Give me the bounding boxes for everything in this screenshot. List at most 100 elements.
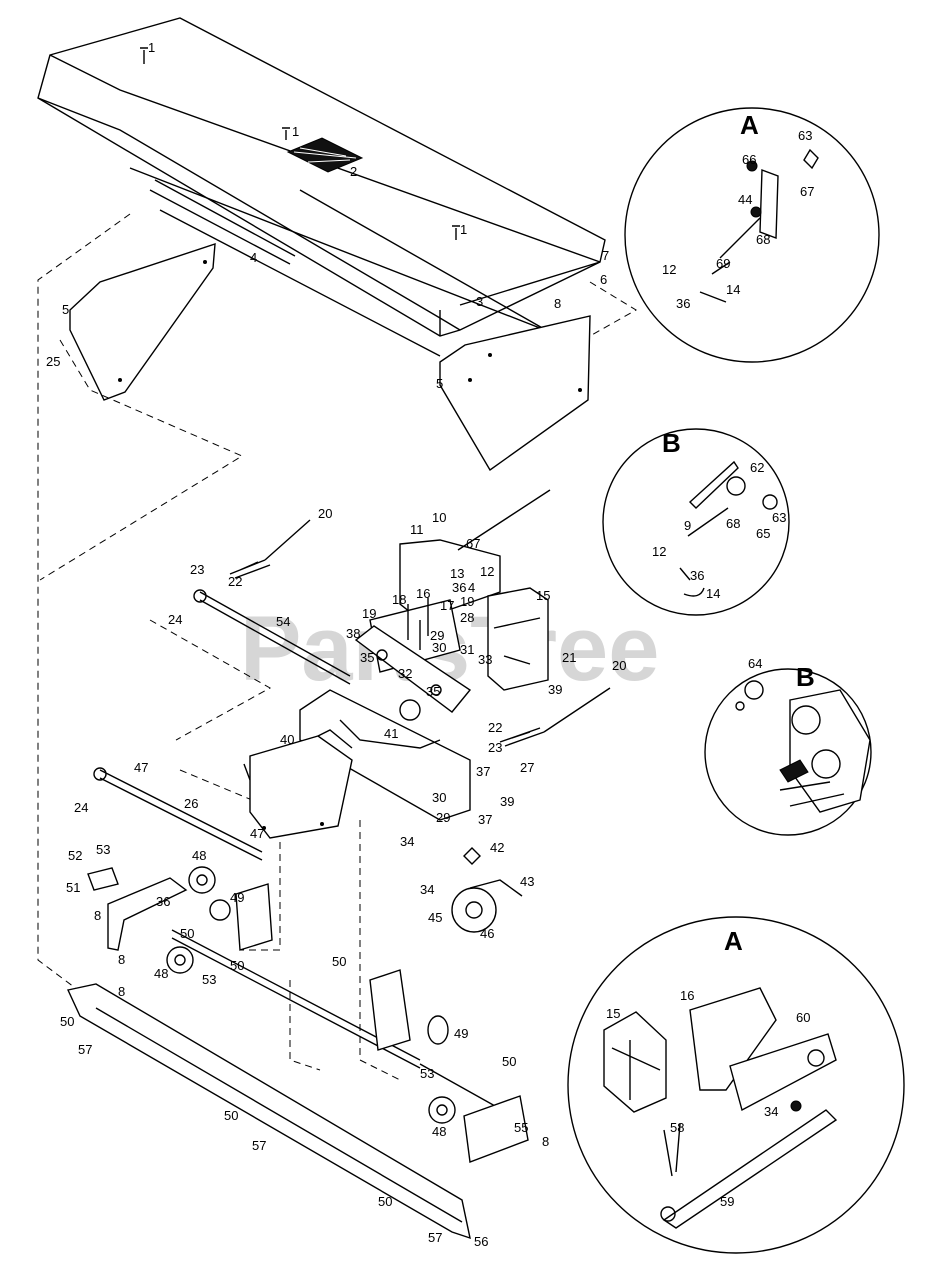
callout-48: 48 xyxy=(192,848,206,863)
callout-18: 18 xyxy=(392,592,406,607)
detail-label-b-right: B xyxy=(796,662,815,692)
callout-45: 45 xyxy=(428,910,442,925)
callout-38: 38 xyxy=(346,626,360,641)
callout-57: 57 xyxy=(78,1042,92,1057)
callout-42: 42 xyxy=(490,840,504,855)
callout-20: 20 xyxy=(318,506,332,521)
callout-50: 50 xyxy=(378,1194,392,1209)
callout-62: 62 xyxy=(750,460,764,475)
callout-19: 19 xyxy=(460,594,474,609)
callout-57: 57 xyxy=(252,1138,266,1153)
callout-1: 1 xyxy=(148,40,155,55)
callout-22: 22 xyxy=(228,574,242,589)
detail-labels: A B B A xyxy=(662,110,815,956)
side-panels xyxy=(69,243,591,472)
callout-48: 48 xyxy=(432,1124,446,1139)
callout-33: 33 xyxy=(478,652,492,667)
callout-4: 4 xyxy=(250,250,257,265)
callout-50: 50 xyxy=(230,958,244,973)
callout-63: 63 xyxy=(772,510,786,525)
callout-27: 27 xyxy=(520,760,534,775)
callout-37: 37 xyxy=(478,812,492,827)
callout-26: 26 xyxy=(184,796,198,811)
callout-8: 8 xyxy=(542,1134,549,1149)
callout-59: 59 xyxy=(720,1194,734,1209)
callout-49: 49 xyxy=(230,890,244,905)
callout-21: 21 xyxy=(562,650,576,665)
callout-47: 47 xyxy=(250,826,264,841)
detail-b-mid xyxy=(602,428,790,616)
top-cover xyxy=(37,17,606,357)
callout-16: 16 xyxy=(680,988,694,1003)
callout-36: 36 xyxy=(156,894,170,909)
callout-16: 16 xyxy=(416,586,430,601)
callout-43: 43 xyxy=(520,874,534,889)
callout-17: 17 xyxy=(440,598,454,613)
callout-12: 12 xyxy=(480,564,494,579)
callout-63: 63 xyxy=(798,128,812,143)
callout-67: 67 xyxy=(800,184,814,199)
callout-35: 35 xyxy=(360,650,374,665)
lower-frame xyxy=(66,866,529,1240)
control-assembly xyxy=(93,489,611,933)
callout-31: 31 xyxy=(460,642,474,657)
callout-36: 36 xyxy=(452,580,466,595)
detail-a-bottom xyxy=(567,916,905,1254)
callout-10: 10 xyxy=(432,510,446,525)
callout-13: 13 xyxy=(450,566,464,581)
callout-50: 50 xyxy=(180,926,194,941)
callout-40: 40 xyxy=(280,732,294,747)
callout-50: 50 xyxy=(502,1054,516,1069)
callout-54: 54 xyxy=(276,614,290,629)
callout-8: 8 xyxy=(554,296,561,311)
detail-label-b-mid: B xyxy=(662,428,681,458)
callout-11: 11 xyxy=(410,522,424,537)
callout-8: 8 xyxy=(118,984,125,999)
callout-67: 67 xyxy=(466,536,480,551)
callout-6: 6 xyxy=(600,272,607,287)
callout-24: 24 xyxy=(168,612,182,627)
callout-69: 69 xyxy=(716,256,730,271)
callout-8: 8 xyxy=(94,908,101,923)
callout-34: 34 xyxy=(400,834,414,849)
callout-60: 60 xyxy=(796,1010,810,1025)
callout-65: 65 xyxy=(756,526,770,541)
callout-1: 1 xyxy=(460,222,467,237)
callout-32: 32 xyxy=(398,666,412,681)
callout-30: 30 xyxy=(432,640,446,655)
detail-label-a-top: A xyxy=(740,110,759,140)
callout-50: 50 xyxy=(60,1014,74,1029)
callout-47: 47 xyxy=(134,760,148,775)
callout-3: 3 xyxy=(476,294,483,309)
callout-37: 37 xyxy=(476,764,490,779)
callout-14: 14 xyxy=(726,282,740,297)
callout-53: 53 xyxy=(420,1066,434,1081)
callout-15: 15 xyxy=(536,588,550,603)
callout-12: 12 xyxy=(652,544,666,559)
callout-46: 46 xyxy=(480,926,494,941)
callout-8: 8 xyxy=(118,952,125,967)
callout-2: 2 xyxy=(350,164,357,179)
callout-35: 35 xyxy=(426,684,440,699)
callout-9: 9 xyxy=(684,518,691,533)
callout-1: 1 xyxy=(292,124,299,139)
detail-b-right xyxy=(704,668,872,836)
callout-41: 41 xyxy=(384,726,398,741)
callout-36: 36 xyxy=(690,568,704,583)
callout-23: 23 xyxy=(190,562,204,577)
callout-30: 30 xyxy=(432,790,446,805)
callout-22: 22 xyxy=(488,720,502,735)
callout-19: 19 xyxy=(362,606,376,621)
callout-25: 25 xyxy=(46,354,60,369)
callout-52: 52 xyxy=(68,848,82,863)
callout-12: 12 xyxy=(662,262,676,277)
callout-7: 7 xyxy=(602,248,609,263)
callout-34: 34 xyxy=(764,1104,778,1119)
callout-24: 24 xyxy=(74,800,88,815)
callout-57: 57 xyxy=(428,1230,442,1245)
callout-36: 36 xyxy=(676,296,690,311)
callout-5: 5 xyxy=(436,376,443,391)
callout-58: 58 xyxy=(670,1120,684,1135)
